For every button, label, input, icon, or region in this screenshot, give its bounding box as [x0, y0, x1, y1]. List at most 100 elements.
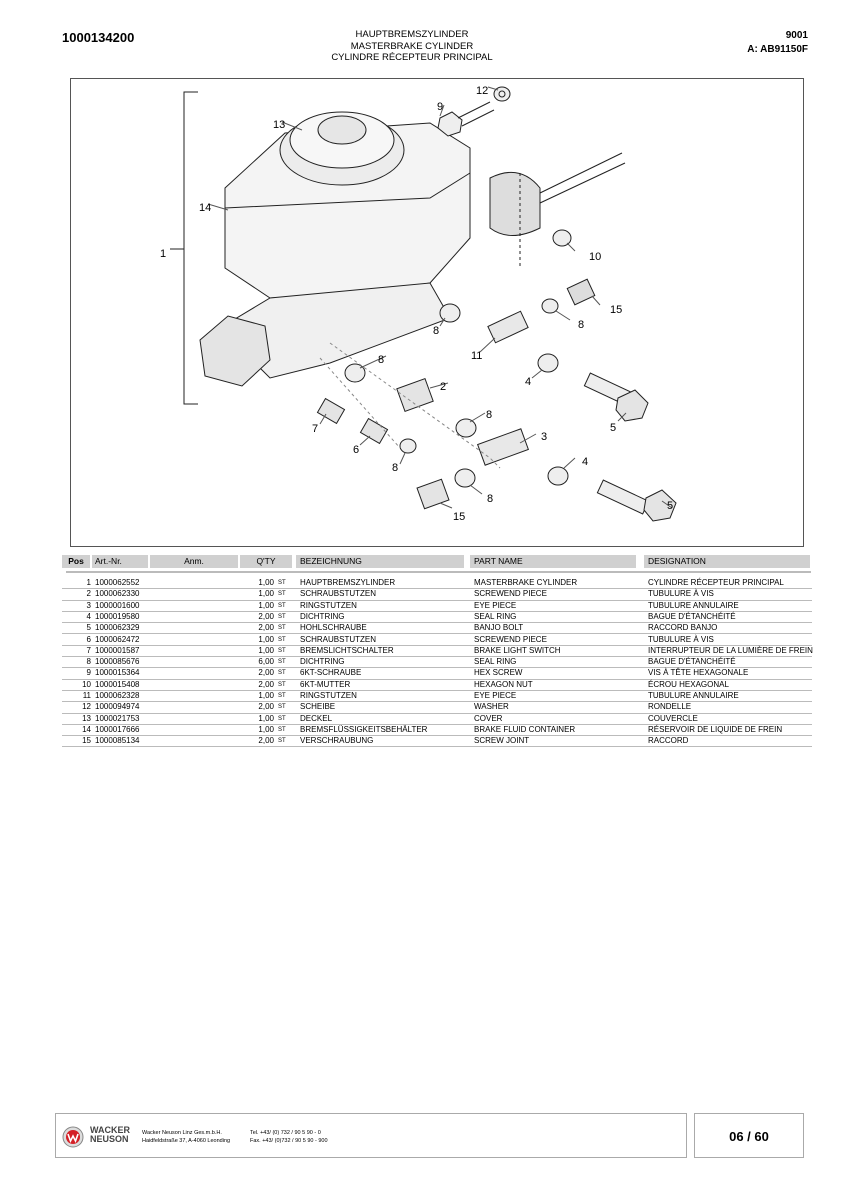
- cell-bez: HOHLSCHRAUBE: [300, 623, 367, 633]
- cell-bez: DICHTRING: [300, 611, 345, 621]
- tel: Tel. +43/ (0) 732 / 90 5 90 - 0: [250, 1130, 321, 1136]
- cell-pn: BANJO BOLT: [474, 623, 524, 633]
- cell-bez: VERSCHRAUBUNG: [300, 736, 374, 746]
- cell-pn: MASTERBRAKE CYLINDER: [474, 578, 578, 587]
- callout-label: 4: [582, 456, 588, 468]
- cell-qty: 1,00: [258, 724, 274, 734]
- cell-art: 1000062552: [95, 578, 140, 587]
- callout-label: 5: [667, 500, 673, 512]
- callout-label: 2: [440, 381, 446, 393]
- cell-unit: ST: [278, 625, 286, 632]
- cell-art: 1000001600: [95, 600, 140, 610]
- cell-unit: ST: [278, 659, 286, 666]
- callout-label: 4: [525, 376, 531, 388]
- cell-pos: 4: [86, 611, 91, 621]
- cell-bez: 6KT-SCHRAUBE: [300, 668, 362, 678]
- address: Haidfeldstraße 37, A-4060 Leonding: [142, 1138, 231, 1144]
- callout-label: 13: [273, 119, 285, 131]
- cell-qty: 2,00: [258, 623, 274, 633]
- cell-pos: 13: [82, 713, 91, 723]
- cell-pos: 10: [82, 679, 91, 689]
- callout-label: 8: [392, 462, 398, 474]
- title-en: MASTERBRAKE CYLINDER: [350, 40, 474, 52]
- cell-pn: EYE PIECE: [474, 600, 517, 610]
- header-rule: [66, 571, 811, 573]
- cell-bez: SCHRAUBSTUTZEN: [300, 589, 377, 599]
- cell-unit: ST: [278, 726, 286, 733]
- footer: WACKER NEUSON Wacker Neuson Linz Ges.m.b…: [55, 1113, 687, 1158]
- callout-label: 8: [486, 409, 492, 421]
- cell-qty: 2,00: [258, 679, 274, 689]
- cell-des: RONDELLE: [648, 702, 692, 712]
- col-art: Art.-Nr.: [92, 555, 148, 568]
- company-name: Wacker Neuson Linz Ges.m.b.H.: [142, 1130, 222, 1136]
- cell-des: RÉSERVOIR DE LIQUIDE DE FREIN: [648, 724, 783, 734]
- title-fr: CYLINDRE RÉCEPTEUR PRINCIPAL: [331, 52, 493, 63]
- cell-pos: 7: [86, 645, 91, 655]
- col-partname: PART NAME: [470, 555, 636, 568]
- cell-qty: 1,00: [258, 691, 274, 700]
- cell-qty: 1,00: [258, 578, 274, 587]
- wacker-neuson-logo-icon: [62, 1126, 84, 1148]
- cell-pn: HEX SCREW: [474, 668, 523, 678]
- cell-des: BAGUE D'ÉTANCHÉITÉ: [648, 657, 736, 667]
- title-de: HAUPTBREMSZYLINDER: [355, 29, 469, 40]
- brand-line2: NEUSON: [90, 1134, 129, 1144]
- cell-pos: 5: [86, 623, 91, 633]
- cell-pn: SCREWEND PIECE: [474, 589, 547, 599]
- cell-bez: RINGSTUTZEN: [300, 600, 357, 610]
- cell-pos: 6: [86, 634, 91, 644]
- cell-pn: SEAL RING: [474, 657, 517, 667]
- callout-label: 6: [353, 444, 359, 456]
- cell-art: 1000062330: [95, 589, 140, 599]
- callout-label: 8: [487, 493, 493, 505]
- cell-art: 1000019580: [95, 611, 140, 621]
- callout-label: 5: [610, 422, 616, 434]
- col-anm: Anm.: [150, 555, 238, 568]
- cell-qty: 1,00: [258, 713, 274, 723]
- col-pos: Pos: [62, 555, 90, 568]
- cell-art: 1000085134: [95, 736, 140, 746]
- cell-bez: BREMSLICHTSCHALTER: [300, 645, 394, 655]
- col-designation: DESIGNATION: [644, 555, 810, 568]
- cell-des: CYLINDRE RÉCEPTEUR PRINCIPAL: [648, 578, 784, 587]
- cell-pn: BRAKE FLUID CONTAINER: [474, 724, 576, 734]
- cell-unit: ST: [278, 602, 286, 609]
- callout-label: 3: [541, 431, 547, 443]
- cell-pos: 2: [86, 589, 91, 599]
- cell-pn: HEXAGON NUT: [474, 679, 533, 689]
- callout-label: 11: [471, 350, 482, 362]
- callout-label: 10: [589, 251, 601, 263]
- callout-label: 12: [476, 85, 488, 97]
- callout-label: 7: [312, 423, 318, 435]
- cell-unit: ST: [278, 681, 286, 688]
- cell-pos: 8: [86, 657, 91, 667]
- cell-des: COUVERCLE: [648, 713, 698, 723]
- brand-line1: WACKER: [90, 1125, 130, 1135]
- cell-bez: 6KT-MUTTER: [300, 679, 351, 689]
- cell-des: TUBULURE À VIS: [648, 634, 714, 644]
- cell-bez: DECKEL: [300, 713, 333, 723]
- cell-des: BAGUE D'ÉTANCHÉITÉ: [648, 611, 736, 621]
- brand-name: WACKER NEUSON: [90, 1126, 130, 1144]
- group-number: 9001: [785, 30, 808, 41]
- cell-pos: 15: [82, 736, 91, 746]
- cell-des: RACCORD: [648, 736, 689, 746]
- callout-label: 8: [378, 354, 384, 366]
- cell-art: 1000015408: [95, 679, 140, 689]
- callout-label: 1: [160, 248, 166, 260]
- cell-bez: HAUPTBREMSZYLINDER: [300, 578, 396, 587]
- cell-pn: SCREWEND PIECE: [474, 634, 547, 644]
